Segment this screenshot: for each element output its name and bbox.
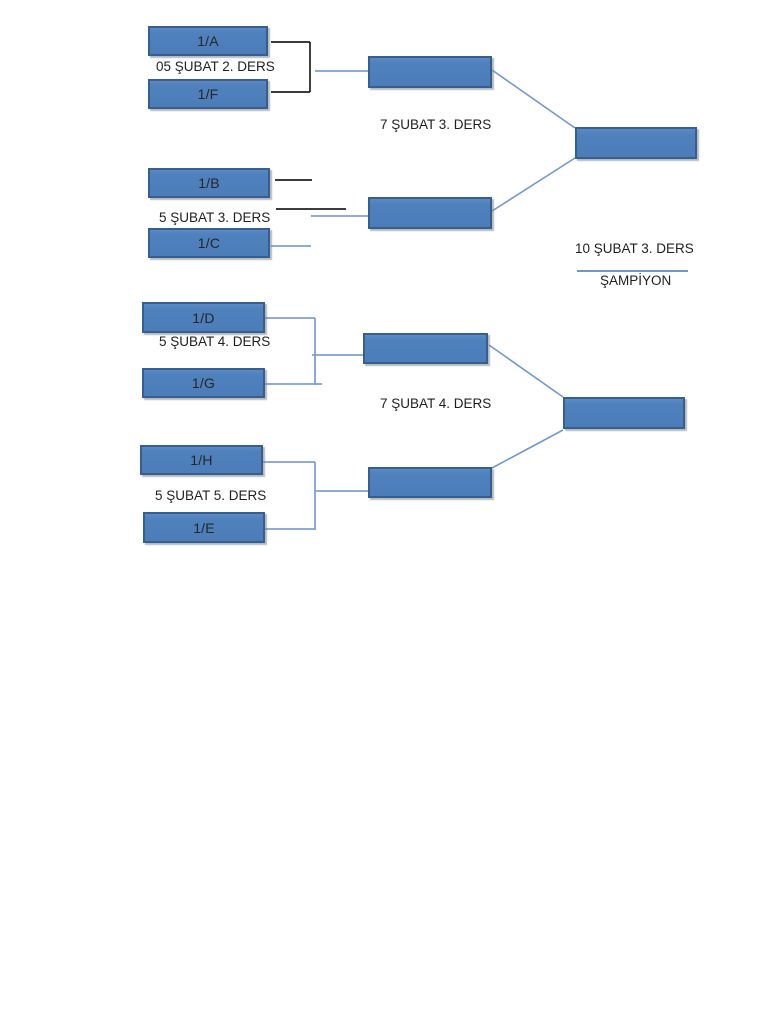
schedule-sf2: 7 ŞUBAT 4. DERS — [380, 396, 492, 411]
team-box-1c: 1/C — [148, 228, 270, 258]
team-label-1c: 1/C — [197, 235, 221, 251]
semifinal-4-winner-box — [368, 467, 492, 498]
team-box-1h: 1/H — [140, 445, 263, 475]
team-label-1d: 1/D — [192, 309, 215, 326]
schedule-qf3: 5 ŞUBAT 4. DERS — [159, 334, 271, 349]
schedule-qf4: 5 ŞUBAT 5. DERS — [155, 488, 267, 503]
connector-sf4-to-final2 — [491, 429, 564, 469]
team-label-1g: 1/G — [191, 375, 216, 391]
team-box-1e: 1/E — [143, 512, 265, 543]
connector-sf1-to-final1 — [491, 69, 576, 129]
team-box-1a: 1/A — [148, 26, 268, 56]
schedule-qf1: 05 ŞUBAT 2. DERS — [156, 59, 275, 74]
team-label-1a: 1/A — [197, 33, 219, 49]
team-box-1d: 1/D — [142, 302, 265, 333]
team-label-1e: 1/E — [193, 519, 215, 536]
semifinal-1-winner-box — [368, 56, 492, 88]
team-label-1b: 1/B — [198, 175, 220, 191]
schedule-qf2: 5 ŞUBAT 3. DERS — [159, 210, 271, 225]
champion-label: ŞAMPİYON — [600, 273, 672, 288]
team-label-1h: 1/H — [190, 452, 213, 468]
semifinal-2-winner-box — [368, 197, 492, 229]
connector-sf3-to-final2 — [488, 344, 564, 398]
semifinal-3-winner-box — [363, 333, 488, 364]
final-2-winner-box — [563, 397, 685, 429]
team-box-1g: 1/G — [142, 368, 265, 398]
team-box-1b: 1/B — [148, 168, 270, 198]
connector-sf2-to-final1 — [491, 157, 576, 212]
schedule-final: 10 ŞUBAT 3. DERS — [575, 241, 694, 256]
team-label-1f: 1/F — [197, 86, 219, 102]
final-1-winner-box — [575, 127, 697, 159]
team-box-1f: 1/F — [148, 79, 268, 109]
schedule-sf1: 7 ŞUBAT 3. DERS — [380, 117, 492, 132]
